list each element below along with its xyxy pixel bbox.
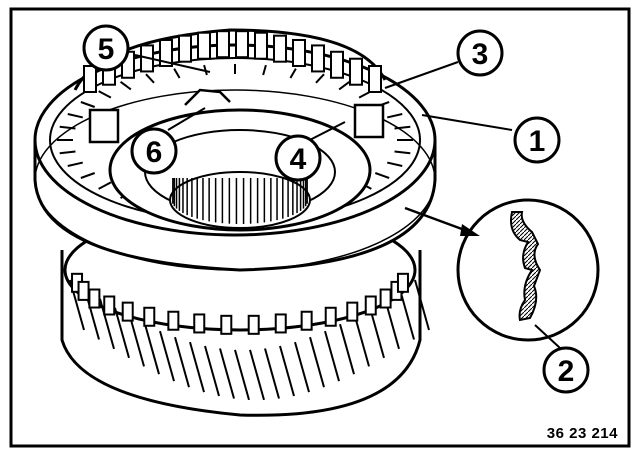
callout-1: 1 xyxy=(513,116,561,164)
leader-6 xyxy=(167,107,206,131)
svg-text:5: 5 xyxy=(98,33,115,66)
callout-3: 3 xyxy=(456,29,504,77)
leader-5 xyxy=(134,54,211,73)
helical-gear xyxy=(60,250,430,417)
callout-2: 2 xyxy=(542,346,590,394)
svg-text:2: 2 xyxy=(558,355,575,388)
svg-text:6: 6 xyxy=(146,136,163,169)
diagram-border xyxy=(9,7,631,448)
svg-text:3: 3 xyxy=(472,38,489,71)
synchro-keys xyxy=(88,88,385,144)
leader-2 xyxy=(534,324,561,349)
detail-inset xyxy=(404,198,600,342)
svg-text:1: 1 xyxy=(529,125,546,158)
upper-synchro-ring xyxy=(73,28,387,93)
figure-number: 36 23 214 xyxy=(546,425,618,442)
svg-text:4: 4 xyxy=(290,143,307,176)
leader-3 xyxy=(384,61,459,89)
leader-1 xyxy=(421,114,513,131)
callout-5: 5 xyxy=(82,24,130,72)
callout-4: 4 xyxy=(274,134,322,182)
callout-6: 6 xyxy=(130,127,178,175)
